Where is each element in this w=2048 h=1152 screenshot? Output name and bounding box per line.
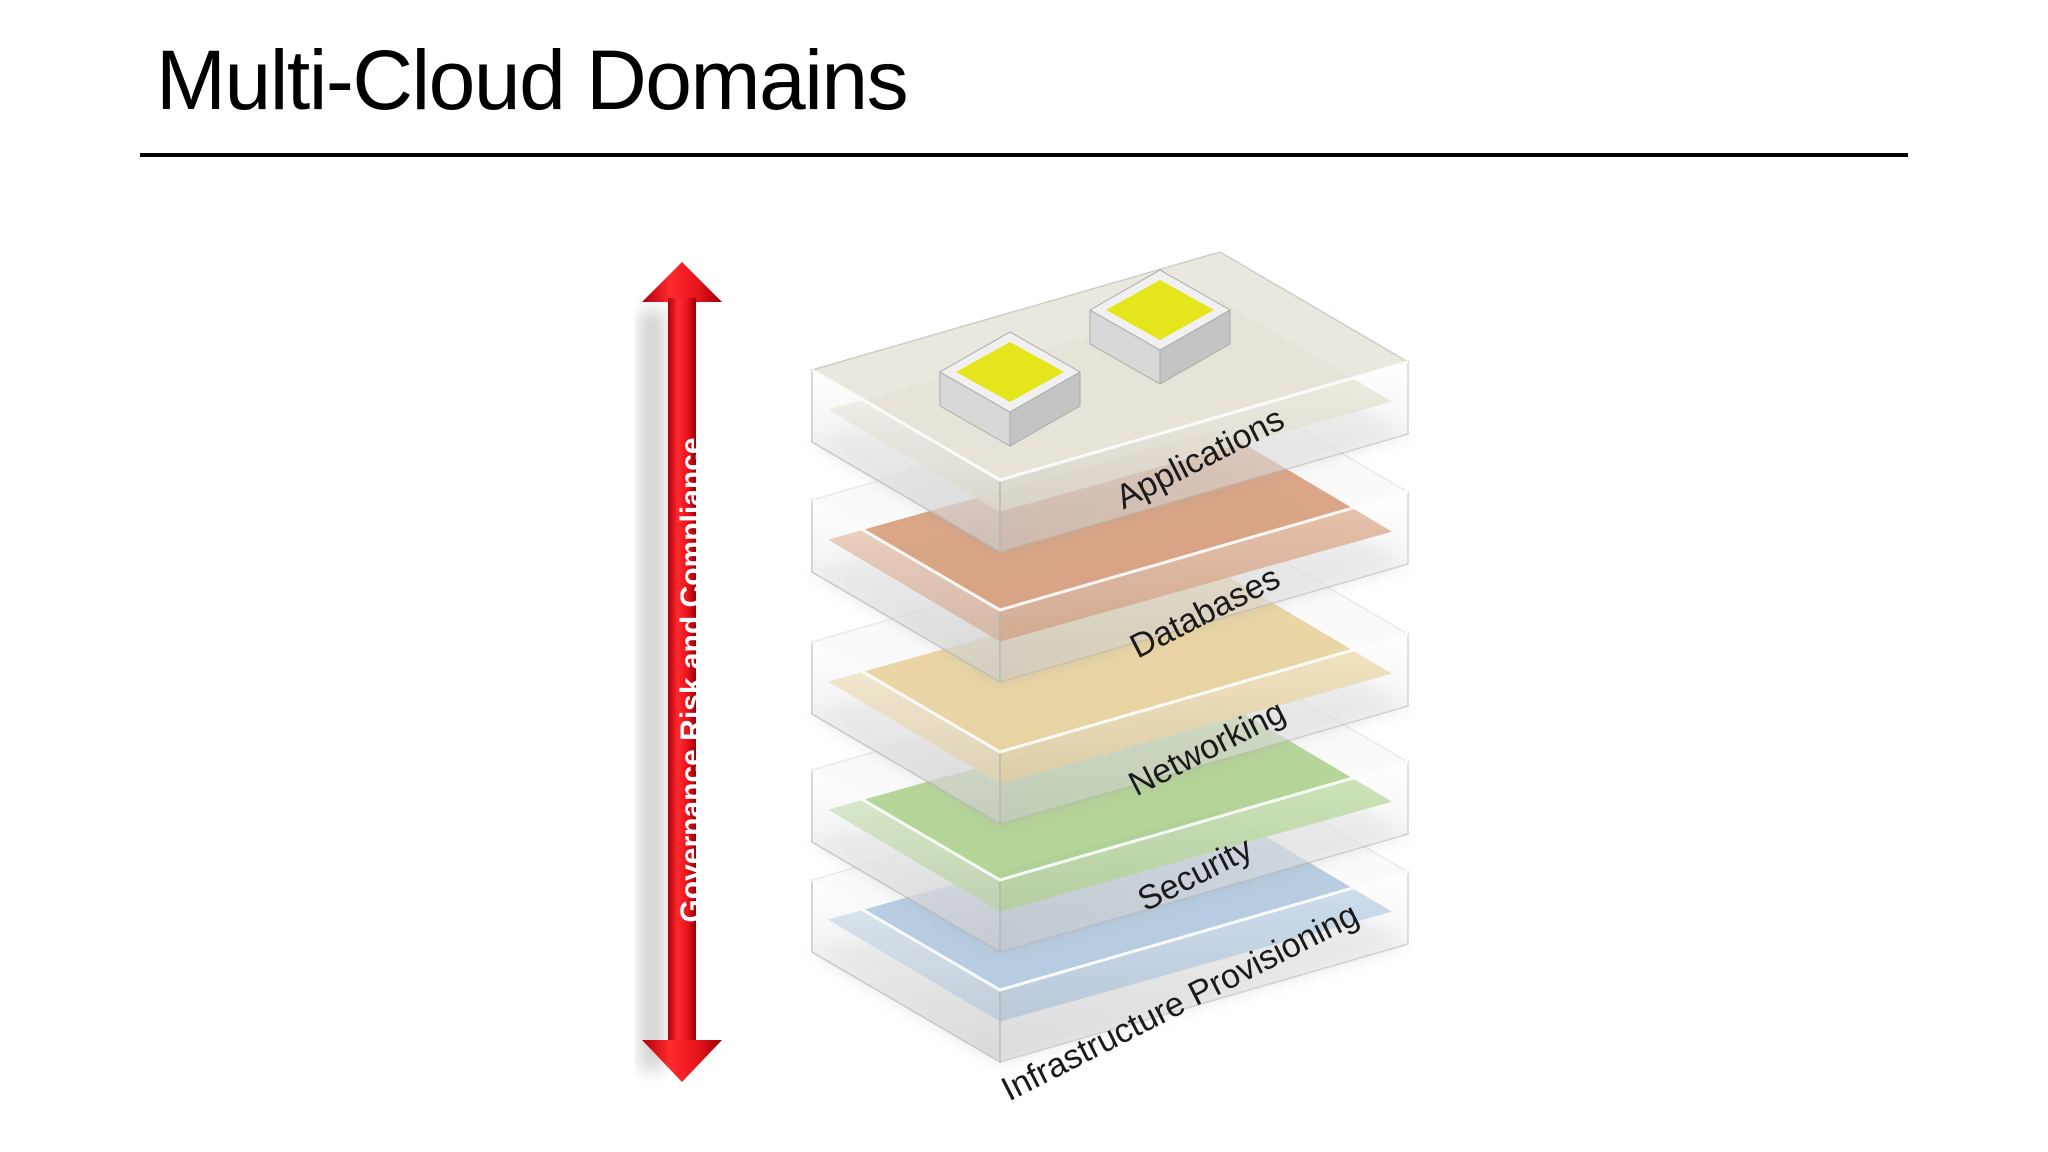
governance-arrow: Governance Risk and Compliance: [642, 262, 722, 1082]
arrow-shaft: [668, 298, 696, 1042]
layer-applications: [810, 251, 1410, 554]
arrow-shadow: [640, 310, 664, 1070]
slide-title: Multi-Cloud Domains: [156, 33, 909, 127]
app-module-2: [1088, 269, 1232, 385]
layer-core: [828, 699, 1392, 912]
layer-stack: ApplicationsDatabasesNetworkingSecurityI…: [810, 251, 1410, 1109]
title-divider: [140, 153, 1908, 157]
app-module-1: [938, 331, 1082, 447]
layer-core: [828, 571, 1392, 784]
governance-label: Governance Risk and Compliance: [675, 437, 708, 922]
arrow-head-bottom: [642, 1040, 722, 1082]
arrow-head-top: [642, 262, 722, 302]
layer-core: [828, 429, 1392, 642]
